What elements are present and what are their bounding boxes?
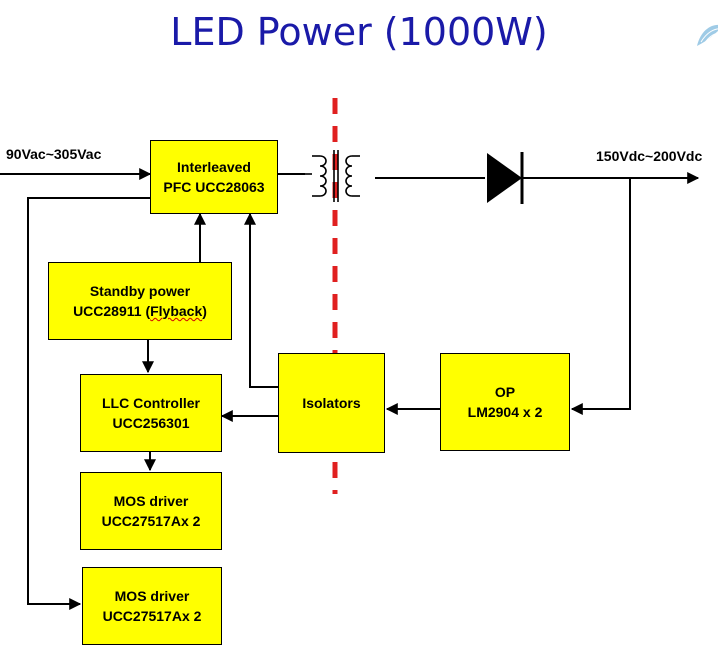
mos-driver-block-1: MOS driver UCC27517Ax 2 <box>80 472 222 550</box>
standby-line2: UCC28911 (Flyback) <box>73 301 207 321</box>
pfc-block: Interleaved PFC UCC28063 <box>150 140 278 214</box>
isolators-line1: Isolators <box>302 395 361 411</box>
isolators-block: Isolators <box>278 353 385 453</box>
isolators-to-pfc-arrow <box>244 212 278 388</box>
output-feedback-line <box>570 178 631 415</box>
op-block: OP LM2904 x 2 <box>440 353 570 451</box>
mos1-line1: MOS driver <box>113 493 189 509</box>
mos1-line2: UCC27517Ax 2 <box>101 513 201 529</box>
llc-controller-block: LLC Controller UCC256301 <box>80 374 222 452</box>
mos2-line1: MOS driver <box>114 588 190 604</box>
standby-line2-suffix: ) <box>202 303 207 319</box>
op-line2: LM2904 x 2 <box>467 404 543 420</box>
pfc-line2: PFC UCC28063 <box>163 179 265 195</box>
standby-line2-prefix: UCC28911 ( <box>73 303 151 319</box>
mos2-line2: UCC27517Ax 2 <box>102 608 202 624</box>
standby-flyback: Flyback <box>150 303 203 319</box>
corner-logo <box>697 24 718 46</box>
op-line1: OP <box>494 384 516 400</box>
standby-power-block: Standby power UCC28911 (Flyback) <box>48 262 232 340</box>
pfc-to-mos2-arrow <box>27 197 150 610</box>
mos-driver-block-2: MOS driver UCC27517Ax 2 <box>82 567 222 645</box>
page-title: LED Power (1000W) <box>170 10 548 54</box>
input-voltage-label: 90Vac~305Vac <box>6 146 102 162</box>
output-voltage-label: 150Vdc~200Vdc <box>596 148 703 164</box>
standby-line1: Standby power <box>89 283 191 299</box>
llc-line2: UCC256301 <box>112 415 190 431</box>
pfc-line1: Interleaved <box>177 159 251 175</box>
transformer-icon <box>305 150 360 202</box>
diode-icon <box>487 152 524 204</box>
llc-line1: LLC Controller <box>102 395 200 411</box>
